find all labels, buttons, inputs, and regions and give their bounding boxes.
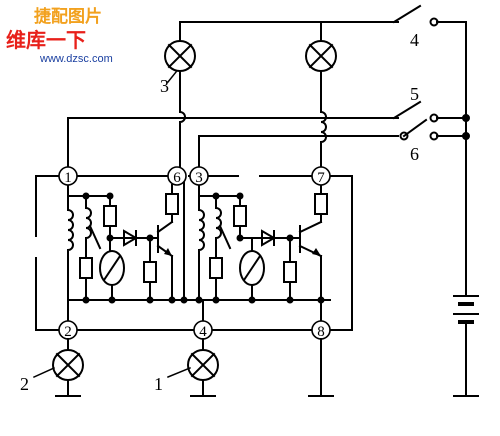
module-right-outline: [207, 175, 353, 331]
terminal-1-label: 1: [64, 170, 72, 186]
terminal-8: 8: [311, 320, 331, 340]
label-lamp-2: 2: [20, 374, 29, 394]
terminal-4-label: 4: [199, 324, 207, 340]
terminal-8-label: 8: [317, 324, 325, 340]
watermark-url: www.dzsc.com: [39, 53, 113, 65]
leader-lamp-3: [166, 70, 178, 84]
switch-5: [392, 100, 467, 123]
label-lamp-3: 3: [160, 76, 169, 96]
leader-lamp-2: [33, 367, 55, 378]
label-switch-6: 6: [410, 144, 419, 164]
terminal-2: 2: [58, 320, 78, 340]
top-wiring: [67, 21, 399, 168]
label-lamp-1: 1: [154, 374, 163, 394]
terminal-2-label: 2: [64, 324, 72, 340]
bottom-wiring: [33, 70, 334, 397]
left-module-circuit: [67, 175, 185, 322]
lamp-3: [164, 40, 196, 72]
watermark: 捷配图片 维库一下 www.dzsc.com: [6, 6, 113, 65]
component-labels: 3 2 1 4 5 6: [20, 30, 419, 394]
terminal-3: 3: [189, 166, 209, 186]
switch-4: [392, 4, 467, 27]
terminal-3-label: 3: [195, 170, 203, 186]
module-left-outline: [35, 175, 194, 331]
terminal-6-label: 6: [173, 170, 181, 186]
terminal-4: 4: [193, 320, 213, 340]
right-module-circuit: [180, 184, 331, 322]
switch-6: [399, 118, 467, 141]
right-lamp-to-terminal7-wire: [320, 70, 327, 168]
terminal-1: 1: [58, 166, 78, 186]
lamp-1: [187, 349, 219, 381]
terminal-6: 6: [167, 166, 187, 186]
label-switch-5: 5: [410, 84, 419, 104]
lamp-2: [52, 349, 84, 381]
supply-node-5: [462, 114, 470, 122]
switch5-to-terminal1-wire: [67, 117, 399, 168]
battery: [453, 295, 479, 397]
switch6-to-terminal3-wire: [198, 135, 399, 168]
lamp-right: [305, 40, 337, 72]
watermark-logo-top: 捷配图片: [34, 6, 102, 27]
label-switch-4: 4: [410, 30, 419, 50]
terminals: 1 6 3 7 2 4 8: [58, 166, 331, 340]
terminal-7: 7: [311, 166, 331, 186]
supply-node-6: [462, 132, 470, 140]
watermark-logo-main: 维库一下: [6, 28, 86, 52]
terminal-7-label: 7: [317, 170, 325, 186]
leader-lamp-1: [167, 367, 191, 378]
